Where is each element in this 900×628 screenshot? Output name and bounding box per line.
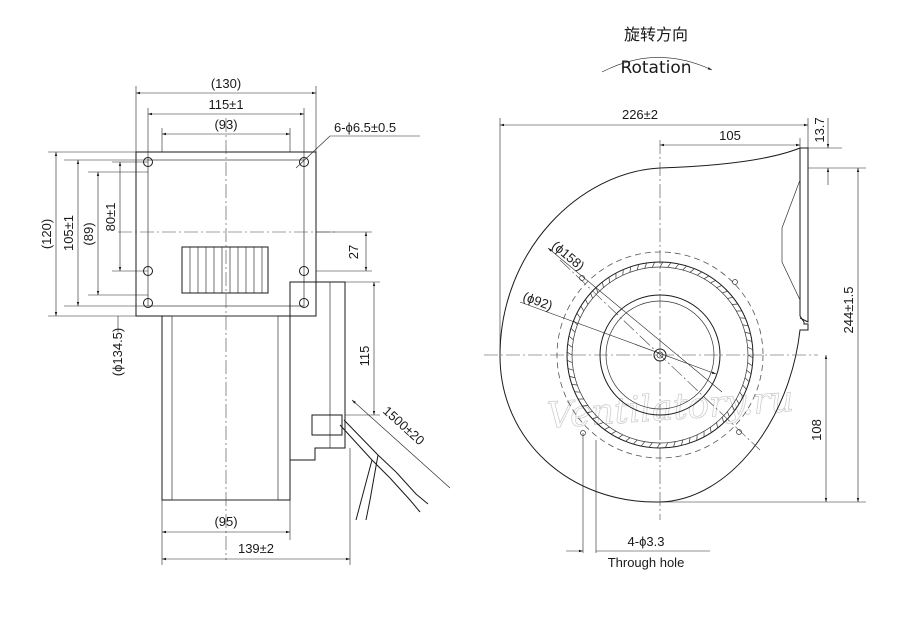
impeller-blade — [716, 285, 723, 288]
impeller-blade — [667, 262, 672, 268]
impeller-blade — [744, 377, 750, 383]
impeller-blade — [688, 437, 691, 444]
impeller-blade — [746, 370, 752, 375]
dim-105: 105±1 — [61, 215, 76, 251]
scroll-housing — [499, 147, 809, 503]
outlet-grille — [181, 246, 269, 294]
dim-27: 27 — [346, 245, 361, 259]
impeller-blade — [597, 422, 604, 425]
rotation-label-en: Rotation — [620, 58, 691, 78]
impeller-blade — [585, 299, 589, 305]
impeller-blade — [586, 411, 593, 413]
impeller-blade — [681, 439, 684, 446]
front-view: 旋转方向 Rotation (ϕ158) (ϕ92) — [484, 25, 866, 570]
impeller-blade — [604, 426, 610, 430]
impeller-blade — [640, 441, 645, 447]
impeller-blade — [644, 262, 647, 269]
impeller-blade — [568, 335, 574, 340]
dim-93: (93) — [214, 117, 237, 132]
dim-1500: 1500±20 — [380, 403, 428, 448]
outlet-flange — [799, 147, 809, 323]
impeller-blade — [659, 261, 664, 268]
dim-115-vertical: 115 — [357, 346, 372, 367]
rotation-label-cn: 旋转方向 — [624, 25, 688, 44]
impeller-blade — [569, 376, 576, 379]
impeller-blade — [656, 442, 661, 449]
impeller-blade — [582, 405, 588, 407]
impeller-blade — [567, 368, 574, 371]
dim-115: 115±1 — [208, 97, 243, 112]
impeller-blade — [722, 290, 728, 294]
dim-130: (130) — [211, 76, 241, 91]
impeller-blade — [689, 268, 695, 273]
impeller-blade — [610, 430, 617, 435]
dim-80: 80±1 — [103, 203, 118, 232]
impeller-blade — [739, 391, 744, 398]
impeller-blade — [567, 360, 573, 363]
impeller-blade — [608, 277, 610, 283]
impeller-blade — [573, 320, 578, 326]
impeller-blade — [727, 411, 730, 418]
dim-holes: 6-ϕ6.5±0.5 — [334, 120, 396, 135]
impeller-blade — [566, 351, 573, 356]
impeller-blade — [742, 324, 749, 327]
impeller-blades — [566, 261, 754, 449]
dim-226: 226±2 — [622, 107, 658, 122]
impeller-blade — [636, 264, 639, 271]
impeller-blade — [592, 416, 598, 420]
dim-108: 108 — [809, 419, 824, 441]
impeller-blade — [735, 398, 740, 405]
impeller-blade — [682, 265, 688, 271]
impeller-blade — [567, 343, 573, 348]
impeller-blade — [746, 339, 753, 342]
impeller-blade — [710, 280, 716, 284]
dim-244: 244±1.5 — [841, 287, 856, 334]
dim-95: (95) — [214, 514, 237, 529]
dim-89: (89) — [81, 222, 96, 245]
impeller-blade — [617, 434, 624, 439]
impeller-blade — [648, 442, 653, 448]
dim-13-7: 13.7 — [812, 117, 827, 142]
impeller-blade — [703, 275, 710, 280]
impeller-blade — [710, 427, 712, 433]
power-cable — [339, 419, 429, 521]
side-view: (130) 115±1 (93) 6-ϕ6.5±0.5 (120) 105±1 … — [39, 76, 451, 565]
hole-count-label: 4-ϕ3.3 — [628, 534, 665, 549]
motor-body — [289, 281, 346, 461]
impeller-blade — [571, 383, 578, 386]
impeller-blade — [576, 312, 581, 319]
impeller-blade — [652, 262, 655, 268]
impeller-blade — [632, 439, 638, 445]
dim-134-5: (ϕ134.5) — [110, 328, 125, 376]
through-hole-label: Through hole — [608, 555, 685, 570]
impeller-blade — [721, 417, 725, 423]
dim-92: (ϕ92) — [521, 289, 555, 313]
impeller-blade — [747, 347, 753, 350]
impeller-blade — [716, 422, 718, 429]
impeller-blade — [696, 271, 703, 276]
impeller-blade — [673, 441, 676, 448]
impeller-blade — [590, 292, 593, 299]
impeller-blade — [731, 405, 735, 411]
impeller-blade — [727, 297, 734, 299]
impeller-blade — [675, 263, 680, 269]
dim-139: 139±2 — [238, 541, 274, 556]
dim-120: (120) — [39, 219, 54, 249]
impeller-blade — [625, 437, 631, 442]
rotation-arrow — [601, 57, 713, 73]
impeller-blade — [665, 442, 668, 448]
impeller-blade — [747, 362, 753, 367]
impeller-blade — [732, 303, 738, 305]
impeller-blade — [570, 327, 576, 333]
impeller-blade — [744, 331, 751, 334]
impeller-blade — [747, 354, 754, 359]
impeller-blade — [602, 281, 604, 288]
dim-105-front: 105 — [719, 128, 741, 143]
impeller-blade — [742, 384, 747, 390]
impeller-blade — [629, 266, 632, 273]
impeller-blade — [580, 305, 585, 312]
